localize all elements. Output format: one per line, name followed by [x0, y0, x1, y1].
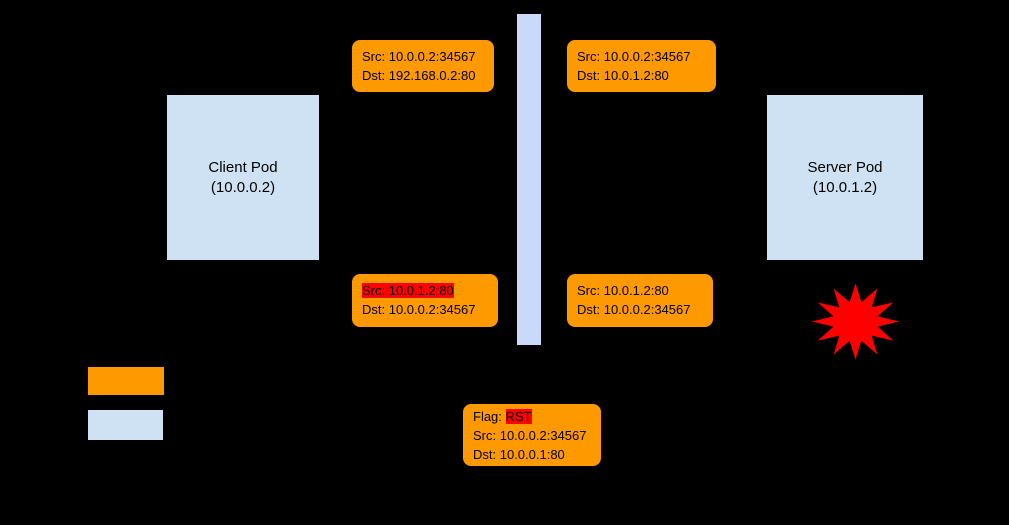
- packet-dst-line: Dst: 10.0.1.2:80: [577, 68, 669, 83]
- nat-gateway-bar: [517, 14, 541, 345]
- packet-bottom-right: Src: 10.0.1.2:80 Dst: 10.0.0.2:34567: [567, 274, 713, 327]
- packet-src-line: Src: 10.0.0.2:34567: [577, 49, 691, 64]
- packet-bottom-left: Src: 10.0.1.2:80 Dst: 10.0.0.2:34567: [352, 274, 498, 327]
- packet-src-line: Src: 10.0.1.2:80: [577, 283, 669, 298]
- server-pod-title: Server Pod: [807, 158, 883, 176]
- rst-flag-highlight: RST: [505, 409, 532, 424]
- packet-dst-line: Dst: 10.0.0.2:34567: [362, 302, 476, 317]
- legend-packet-swatch: [88, 367, 164, 395]
- client-pod-ip: (10.0.0.2): [210, 178, 276, 196]
- client-pod-node: Client Pod (10.0.0.2): [167, 95, 319, 260]
- server-pod-node: Server Pod (10.0.1.2): [767, 95, 923, 260]
- packet-dst-line: Dst: 10.0.0.1:80: [473, 447, 565, 462]
- packet-top-left: Src: 10.0.0.2:34567 Dst: 192.168.0.2:80: [352, 40, 494, 92]
- packet-flag-line: Flag: RST: [473, 407, 591, 426]
- packet-src-line: Src: 10.0.0.2:34567: [362, 49, 476, 64]
- server-pod-ip: (10.0.1.2): [812, 178, 878, 196]
- explosion-burst-icon: [808, 280, 903, 363]
- packet-rst: Flag: RST Src: 10.0.0.2:34567 Dst: 10.0.…: [463, 404, 601, 466]
- packet-dst-line: Dst: 10.0.0.2:34567: [577, 302, 691, 317]
- packet-src-line: Src: 10.0.0.2:34567: [473, 428, 587, 443]
- packet-src-line: Src: 10.0.1.2:80: [362, 281, 488, 300]
- client-pod-title: Client Pod: [208, 158, 278, 176]
- flag-label: Flag:: [473, 409, 506, 424]
- packet-dst-line: Dst: 192.168.0.2:80: [362, 68, 476, 83]
- highlighted-src-text: Src: 10.0.1.2:80: [362, 283, 454, 298]
- packet-top-right: Src: 10.0.0.2:34567 Dst: 10.0.1.2:80: [567, 40, 716, 92]
- legend-node-swatch: [88, 410, 163, 440]
